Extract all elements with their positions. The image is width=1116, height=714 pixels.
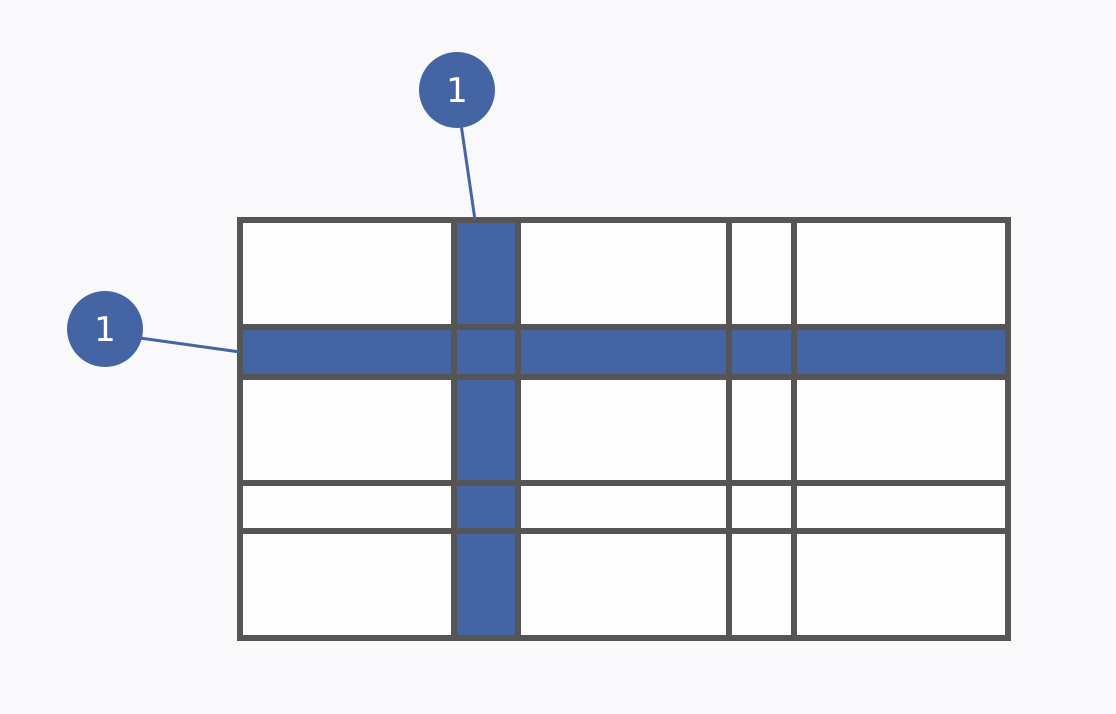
grid-outer-border [237,217,1011,641]
callout-circle [67,291,143,367]
callout-label: 1 [94,310,116,350]
callout-badge-row: 1 [67,291,143,367]
callout-circle [419,52,495,128]
callout-label: 1 [446,71,468,111]
vertical-grid-lines [451,220,797,638]
callout-leader-row [139,336,241,354]
callout-leader-column [459,123,477,221]
highlighted-row [240,327,1008,377]
horizontal-grid-lines [240,324,1008,534]
highlighted-column [454,220,518,638]
callout-badge-column: 1 [419,52,495,128]
grid-background [240,220,1008,638]
